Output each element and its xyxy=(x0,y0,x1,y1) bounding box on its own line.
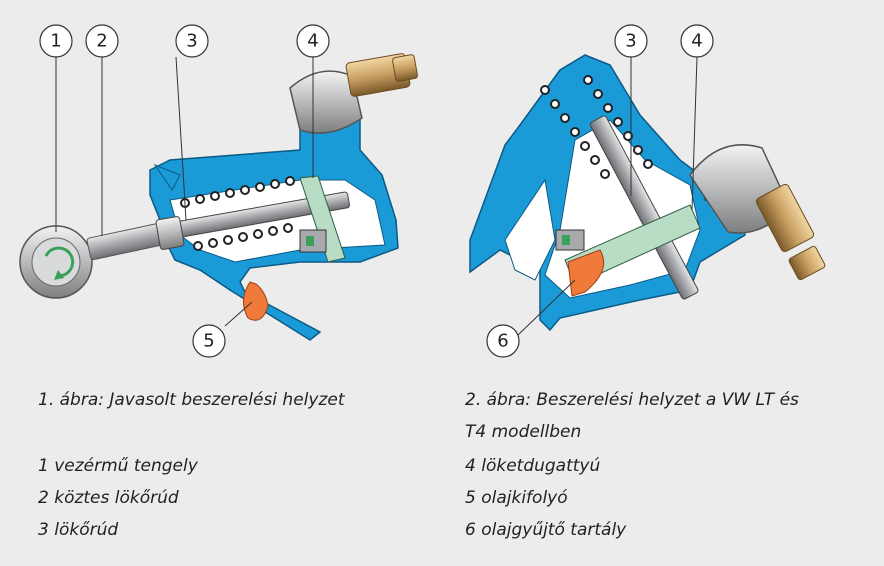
callout-3: 3 xyxy=(175,24,209,58)
callout-3-fig2: 3 xyxy=(614,24,648,58)
pushrod-shape-2 xyxy=(589,115,699,300)
legend-left: 1 vezérmű tengely 2 köztes lökőrúd 3 lök… xyxy=(38,450,438,546)
legend-item-intermediate-pushrod: 2 köztes lökőrúd xyxy=(38,488,179,508)
legend-item-piston: 4 löketdugattyú xyxy=(465,456,601,476)
svg-text:5: 5 xyxy=(203,331,214,352)
svg-text:1: 1 xyxy=(50,31,61,52)
figure-2-caption: 2. ábra: Beszerelési helyzet a VW LT és … xyxy=(465,384,875,448)
leader-lines xyxy=(55,56,698,337)
callout-6: 6 xyxy=(486,324,520,358)
figure-1-illustration xyxy=(19,53,418,341)
figure-2-caption-line-1: 2. ábra: Beszerelési helyzet a VW LT és xyxy=(465,390,799,410)
oil-drip-shape xyxy=(243,281,269,321)
figure-1-caption: 1. ábra: Javasolt beszerelési helyzet xyxy=(38,390,345,410)
callout-2: 2 xyxy=(85,24,119,58)
fitting-shape xyxy=(289,53,418,134)
svg-text:6: 6 xyxy=(497,331,508,352)
svg-text:3: 3 xyxy=(186,31,197,52)
spring-shape xyxy=(180,176,295,251)
callout-4: 4 xyxy=(296,24,330,58)
figure-2-caption-line-2: T4 modellben xyxy=(465,422,582,442)
callout-1: 1 xyxy=(39,24,73,58)
camshaft-shape xyxy=(19,225,93,299)
fitting-shape-2 xyxy=(689,144,826,281)
legend-right: 4 löketdugattyú 5 olajkifolyó 6 olajgyűj… xyxy=(465,450,865,546)
legend-item-oil-outlet: 5 olajkifolyó xyxy=(465,488,568,508)
legend-item-camshaft: 1 vezérmű tengely xyxy=(38,456,198,476)
legend-item-pushrod: 3 lökőrúd xyxy=(38,520,119,540)
svg-text:4: 4 xyxy=(307,31,318,52)
legend-item-oil-tank: 6 olajgyűjtő tartály xyxy=(465,520,627,540)
svg-text:4: 4 xyxy=(691,31,702,52)
oil-tank-shape xyxy=(567,249,605,297)
svg-text:2: 2 xyxy=(96,31,107,52)
svg-text:3: 3 xyxy=(625,31,636,52)
callout-5: 5 xyxy=(192,324,226,358)
callout-4-fig2: 4 xyxy=(680,24,714,58)
figure-2-illustration xyxy=(469,54,826,332)
spring-shape-2 xyxy=(540,75,653,179)
